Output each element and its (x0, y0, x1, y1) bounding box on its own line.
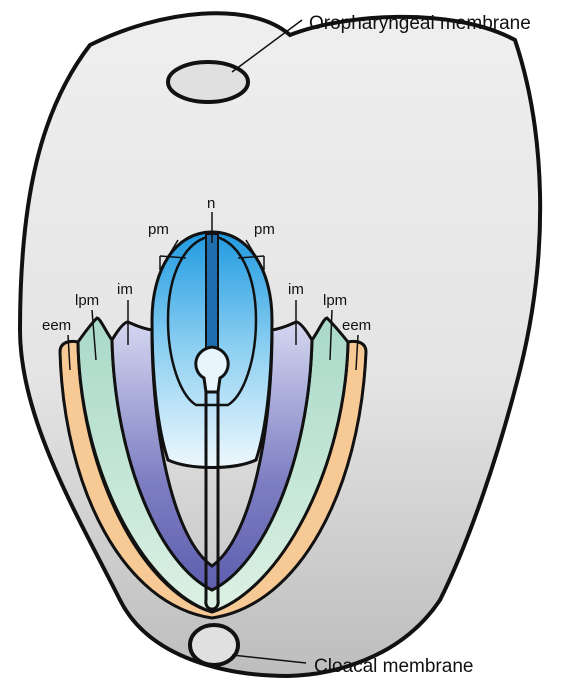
cloacal-label: Cloacal membrane (314, 656, 473, 677)
oropharyngeal-label: Oropharyngeal membrane (309, 13, 531, 34)
notochord-label: n (207, 195, 215, 212)
leader-lines (67, 19, 359, 664)
pm-right-label: pm (254, 221, 275, 238)
pm-left-label: pm (148, 221, 169, 238)
notochord (205, 233, 219, 353)
eem-left-label: eem (42, 317, 71, 334)
im-left-label: im (117, 281, 133, 298)
pm-inner-contour (166, 234, 258, 407)
oropharyngeal-membrane (166, 60, 250, 104)
eem-right-label: eem (342, 317, 371, 334)
primitive-node (194, 345, 230, 394)
primitive-streak (204, 392, 220, 611)
lpm-right-label: lpm (323, 292, 347, 309)
lpm-left-label: lpm (75, 292, 99, 309)
im-right-label: im (288, 281, 304, 298)
cloacal-membrane (188, 623, 240, 667)
